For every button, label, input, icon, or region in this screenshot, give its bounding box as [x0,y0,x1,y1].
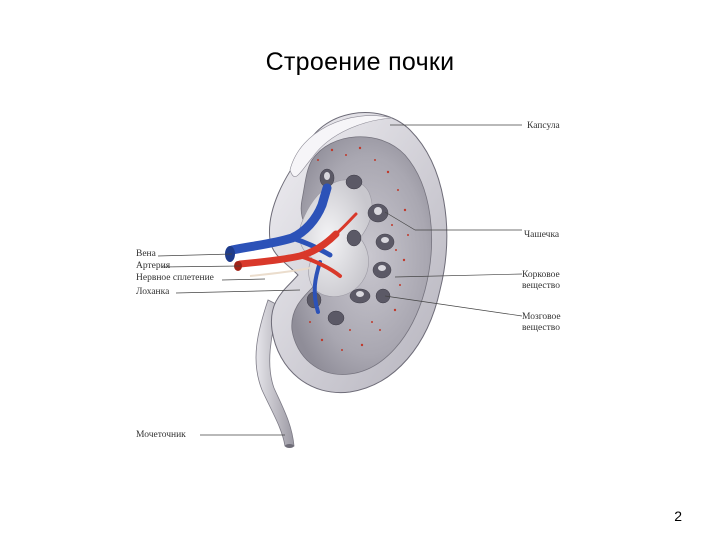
label-vein: Вена [136,249,156,259]
calyx-highlights [324,172,389,297]
label-pelvis: Лоханка [136,287,170,297]
label-ureter: Мочеточник [136,430,186,440]
cortex-vessel-dots [309,146,409,351]
label-capsule: Капсула [527,121,560,131]
nerve-plexus [249,267,311,277]
slide-title: Строение почки [265,48,455,76]
page-number: 2 [674,508,682,524]
label-nerve-plexus: Нервное сплетение [136,273,214,283]
label-calyx: Чашечка [524,230,560,240]
label-artery: Артерия [136,261,171,271]
ureter-opening [285,444,294,448]
capsule-fold [289,115,393,177]
label-cortex-1: Корковое [522,270,560,280]
calyces [306,168,395,326]
leader-lines [157,124,523,436]
label-cortex-2: вещество [522,281,560,291]
label-medulla-2: вещество [522,323,560,333]
label-medulla-1: Мозговое [522,312,561,322]
